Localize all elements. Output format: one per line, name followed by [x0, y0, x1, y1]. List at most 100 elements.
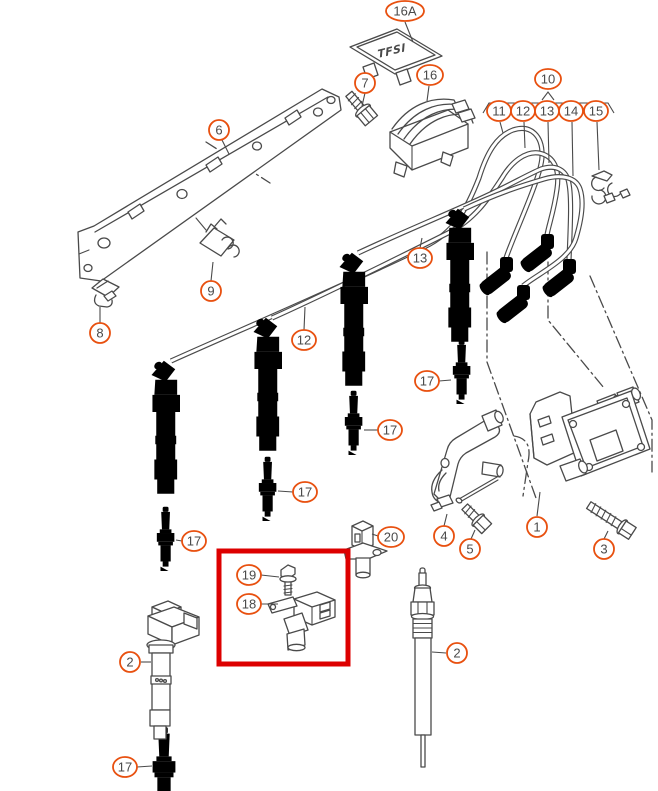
callout-number: 11 — [492, 104, 506, 119]
part-20-sensor — [343, 520, 388, 579]
callout-13[interactable]: 13 — [407, 237, 433, 269]
callout-circle — [291, 329, 317, 351]
callout-number: 13 — [540, 104, 554, 119]
callout-15[interactable]: 15 — [583, 100, 609, 171]
callout-leader-line — [277, 490, 294, 493]
callout-6[interactable]: 6 — [208, 119, 230, 155]
callout-circle — [181, 530, 207, 552]
part-15-cable-clip — [591, 170, 631, 205]
part-2-pencil-element — [410, 567, 435, 768]
callout-2[interactable]: 2 — [119, 651, 151, 673]
callout-number: 20 — [384, 530, 398, 545]
callout-leader-line — [431, 651, 447, 654]
callout-number: 17 — [187, 534, 201, 549]
callout-12[interactable]: 12 — [510, 100, 536, 149]
callout-1[interactable]: 1 — [526, 491, 548, 538]
callout-3[interactable]: 3 — [593, 530, 615, 560]
part-6-mounting-rail — [77, 88, 342, 282]
part-8-clip — [91, 278, 120, 308]
callout-circle — [446, 642, 468, 664]
callout-number: 17 — [298, 485, 312, 500]
callout-9[interactable]: 9 — [200, 261, 222, 302]
callout-leader-line — [443, 513, 448, 527]
callout-leader-line — [303, 306, 306, 331]
callout-16A[interactable]: 16A — [385, 0, 425, 43]
callout-number: 16A — [393, 4, 416, 19]
callout-leader-line — [404, 21, 414, 43]
callout-7[interactable]: 7 — [354, 72, 376, 107]
callout-2[interactable]: 2 — [431, 642, 468, 664]
part-3-bolt — [585, 501, 637, 540]
callout-10[interactable]: 10 — [534, 68, 562, 90]
callout-20[interactable]: 20 — [371, 526, 405, 548]
callout-leader-line — [371, 533, 379, 537]
callout-leader-line — [571, 121, 574, 177]
part-12-ignition-cable — [270, 150, 561, 321]
callout-17[interactable]: 17 — [175, 530, 207, 552]
callout-number: 16 — [423, 68, 437, 83]
callout-circle — [459, 538, 481, 560]
callout-circle — [433, 525, 455, 547]
callout-number: 17 — [383, 423, 397, 438]
callout-number: 14 — [564, 104, 578, 119]
callout-circle — [354, 72, 376, 94]
part-1-ignition-coil-pack — [529, 386, 651, 482]
callout-circle — [89, 322, 111, 344]
callout-number: 17 — [118, 760, 132, 775]
callout-number: 3 — [600, 542, 607, 557]
part-18-sensor — [267, 591, 336, 652]
callout-circle — [407, 247, 433, 269]
callout-leader-line — [603, 530, 609, 540]
callout-leader-line — [499, 121, 504, 134]
callout-number: 2 — [453, 646, 460, 661]
callout-circle — [236, 564, 262, 586]
callout-number: 5 — [466, 542, 473, 557]
callout-14[interactable]: 14 — [558, 100, 584, 177]
callout-number: 19 — [242, 568, 256, 583]
callout-number: 12 — [297, 333, 311, 348]
callout-circle — [534, 68, 562, 90]
callout-circle — [236, 593, 262, 615]
callout-number: 8 — [96, 326, 103, 341]
callout-number: 17 — [420, 374, 434, 389]
callout-leader-line — [523, 121, 526, 149]
callout-19[interactable]: 19 — [236, 564, 280, 586]
callout-circle — [377, 419, 403, 441]
callout-13[interactable]: 13 — [534, 100, 560, 164]
callout-17[interactable]: 17 — [414, 370, 452, 392]
callout-leader-line — [361, 92, 366, 107]
callout-circle — [593, 538, 615, 560]
callout-leader-line — [547, 121, 550, 164]
callout-number: 7 — [361, 76, 368, 91]
callout-17[interactable]: 17 — [112, 756, 153, 778]
callout-number: 13 — [413, 251, 427, 266]
callout-16[interactable]: 16 — [416, 64, 444, 102]
callout-leader-line — [426, 85, 430, 102]
callout-circle — [526, 516, 548, 538]
callout-4[interactable]: 4 — [433, 513, 455, 547]
callout-number: 4 — [440, 529, 447, 544]
part-5-bolt — [461, 503, 493, 535]
callout-number: 10 — [541, 72, 555, 87]
callout-17[interactable]: 17 — [364, 419, 403, 441]
callout-circle — [112, 756, 138, 778]
callout-number: 1 — [533, 520, 540, 535]
callout-12[interactable]: 12 — [291, 306, 317, 351]
part-9-cable-clip — [195, 217, 240, 258]
callout-circle — [377, 526, 405, 548]
callout-circle — [292, 481, 318, 503]
highlight-box — [216, 548, 351, 667]
callout-11[interactable]: 11 — [486, 100, 512, 134]
callout-circle — [200, 280, 222, 302]
callout-17[interactable]: 17 — [277, 481, 318, 503]
callout-number: 12 — [516, 104, 530, 119]
callout-leader-line — [260, 574, 280, 578]
part-16a-cover: TFSI — [349, 28, 443, 86]
callout-8[interactable]: 8 — [89, 307, 111, 344]
part-13-ignition-cable — [356, 164, 574, 261]
callout-18[interactable]: 18 — [236, 593, 278, 615]
callout-leader-line — [419, 237, 423, 249]
callout-5[interactable]: 5 — [459, 529, 481, 560]
